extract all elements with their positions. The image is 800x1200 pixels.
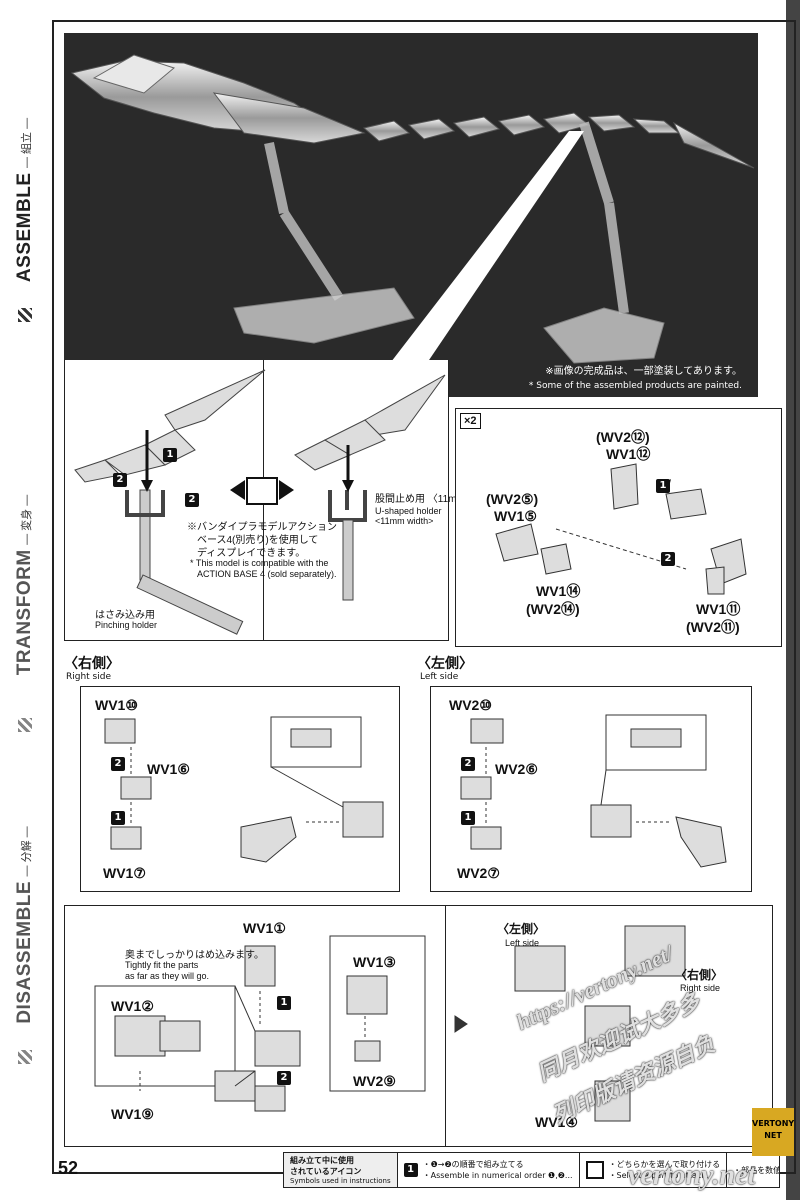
left-side-title: 〈左側〉: [417, 656, 473, 672]
u-holder-label-jp: 股間止め用 〈11mm幅〉: [375, 494, 485, 505]
u-holder-label-en: U-shaped holder <11mm width>: [375, 506, 442, 526]
panel-divider: [445, 906, 446, 1146]
right-side-title: 〈右側〉: [64, 656, 120, 672]
section-assemble: ASSEMBLE — 組立 —: [14, 117, 35, 283]
left-side-illustration: [460, 714, 727, 868]
bottom-illustration: [94, 925, 686, 1122]
compat-note-jp-2: ベース4(別売り)を使用して: [197, 535, 319, 546]
pinch-holder-en: Pinching holder: [95, 620, 158, 630]
assembled-model-photo: ※画像の完成品は、一部塗装してあります。 * Some of the assem…: [64, 33, 758, 397]
result-left-sub: Left side: [505, 938, 540, 948]
result-right-title: 〈右側〉: [675, 968, 724, 982]
tight-fit-en-2: as far as they will go.: [125, 971, 210, 981]
result-left-title: 〈左側〉: [497, 922, 546, 936]
footer-watermark-url: vertony.net: [628, 1160, 756, 1191]
section-transform: TRANSFORM — 変身 —: [14, 494, 35, 676]
instruction-legend: 組み立て中に使用 されているアイコン Symbols used in instr…: [283, 1152, 781, 1188]
section-stripe-icon: [18, 718, 32, 732]
multiplier-badge: ×2: [460, 413, 481, 429]
right-side-illustration: [104, 716, 384, 863]
compat-note-jp-1: ※バンダイプラモデルアクション: [187, 522, 337, 533]
compat-note-en-1: * This model is compatible with the: [190, 558, 329, 568]
photo-note-en: * Some of the assembled products are pai…: [528, 381, 742, 391]
right-side-panel: 2 1 WV1⑩ WV1⑥ WV1⑦: [80, 686, 400, 892]
x2-assembly-panel: ×2 1 2 (WV2⑫) WV1⑫ (WV2⑤) WV1⑤ WV1⑭ (WV2…: [455, 408, 782, 647]
left-side-sub: Left side: [420, 672, 459, 682]
tight-fit-jp: 奥までしっかりはめ込みます。: [125, 950, 264, 961]
stand-attach-panel: 1 2 2 股間止め用 〈11mm幅〉 U-shaped holder <11m…: [64, 360, 485, 641]
binding-edge: [786, 0, 800, 1200]
x2-parts-illustration: [495, 463, 747, 595]
right-side-sub: Right side: [66, 672, 111, 682]
bottom-assembly-panel: 奥までしっかりはめ込みます。 Tightly fit the parts as …: [64, 905, 773, 1147]
vertony-badge: VERTONY NET: [752, 1108, 794, 1156]
section-disassemble: DISASSEMBLE — 分解 —: [14, 826, 35, 1024]
photo-note-jp: ※画像の完成品は、一部塗装してあります。: [545, 366, 742, 377]
sidebar: ASSEMBLE — 組立 — TRANSFORM — 変身 — DISASSE…: [0, 0, 50, 1200]
select-part-icon: [585, 1161, 604, 1179]
section-stripe-icon: [18, 1050, 32, 1064]
tight-fit-en-1: Tightly fit the parts: [125, 960, 199, 970]
step-number-icon: 1: [403, 1163, 418, 1177]
result-right-sub: Right side: [680, 983, 721, 993]
stand-illustration: [74, 369, 446, 635]
left-side-panel: 2 1 WV2⑩ WV2⑥ WV2⑦: [430, 686, 752, 892]
compat-note-jp-3: ディスプレイできます。: [197, 548, 306, 559]
compat-note-en-2: ACTION BASE 4 (sold separately).: [197, 569, 337, 579]
dragon-model-illustration: [70, 54, 755, 397]
pinch-holder-jp: はさみ込み用: [95, 610, 155, 621]
section-stripe-icon: [18, 308, 32, 322]
page-number: 52: [58, 1158, 79, 1178]
